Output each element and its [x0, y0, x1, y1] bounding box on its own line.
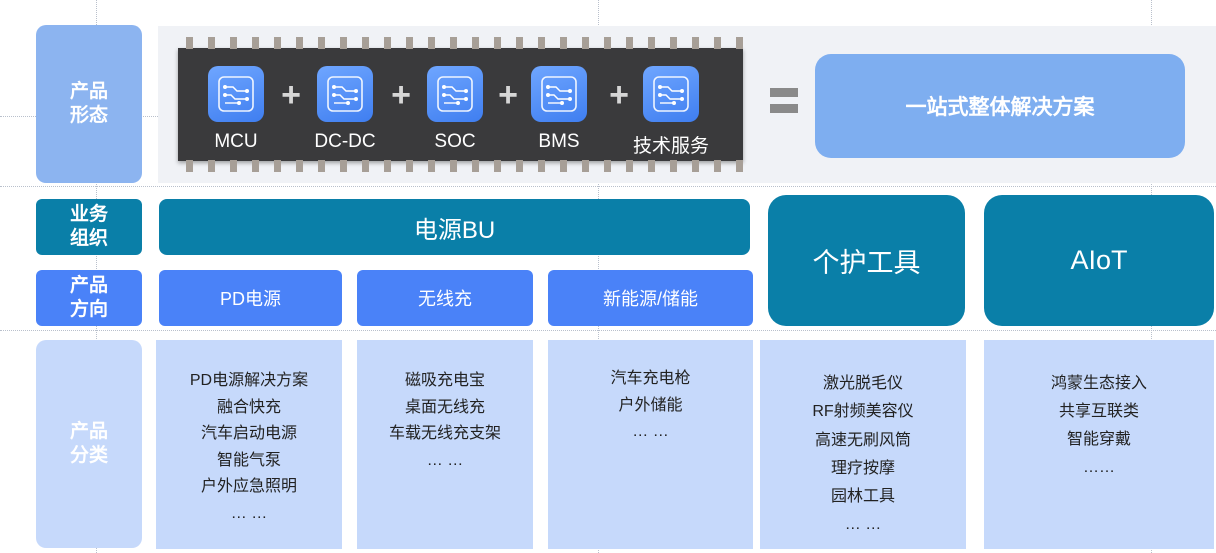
category-item: 桌面无线充 [404, 398, 485, 416]
chip-pins-top [178, 37, 743, 49]
category-item: 共享互联类 [1058, 403, 1139, 420]
chip-item-label: BMS [538, 131, 580, 152]
category-item: 鸿蒙生态接入 [1050, 375, 1147, 392]
guide-line [0, 330, 1216, 331]
category-box-personal-care: 激光脱毛仪 RF射频美容仪高速无刷风筒理疗按摩园林工具 … … [760, 340, 966, 549]
circuit-board-icon [317, 66, 373, 122]
category-item: 户外储能 [618, 396, 683, 414]
category-item: RF射频美容仪 [812, 403, 914, 421]
circuit-board-icon [531, 66, 587, 122]
category-item: 理疗按摩 [830, 459, 895, 477]
category-item: PD电源解决方案 [189, 372, 309, 389]
category-item: … … [844, 516, 882, 534]
category-item: 汽车启动电源 [200, 425, 297, 442]
direction-wireless-charging: 无线充 [357, 270, 533, 326]
direction-new-energy: 新能源/储能 [548, 270, 753, 326]
row-label-direction: 产品 方向 [36, 270, 142, 326]
category-item: … … [426, 451, 464, 469]
plus-sign: + [498, 76, 518, 114]
circuit-board-icon [427, 66, 483, 122]
category-item: 智能穿戴 [1066, 431, 1131, 448]
category-item: 激光脱毛仪 [822, 375, 903, 392]
category-box-aiot: 鸿蒙生态接入共享互联类智能穿戴 …… [984, 340, 1214, 549]
category-item: … … [230, 504, 268, 522]
plus-sign: + [609, 76, 629, 114]
category-item: 汽车充电枪 [610, 370, 691, 387]
chip-item-label: DC-DC [314, 131, 376, 152]
category-item: 磁吸充电宝 [404, 372, 485, 389]
chip-item-label: MCU [214, 131, 258, 152]
power-bu-bar: 电源BU [159, 199, 750, 255]
row-label-form: 产品 形态 [36, 25, 142, 183]
plus-sign: + [281, 76, 301, 114]
equals-sign [770, 88, 798, 114]
category-box-new-energy: 汽车充电枪户外储能 … … [548, 340, 753, 549]
category-item: 户外应急照明 [200, 478, 297, 495]
category-item: 智能气泵 [216, 451, 281, 469]
plus-sign: + [391, 76, 411, 114]
aiot-box: AIoT [984, 195, 1214, 326]
category-item: 高速无刷风筒 [814, 431, 911, 449]
row-label-org: 业务 组织 [36, 199, 142, 255]
guide-line [0, 186, 1216, 187]
circuit-board-icon [643, 66, 699, 122]
category-item: … … [632, 423, 669, 440]
category-item: 园林工具 [830, 488, 895, 506]
category-item: 车载无线充支架 [388, 425, 501, 442]
personal-care-box: 个护工具 [768, 195, 965, 326]
chip-pins-bottom [178, 160, 743, 172]
circuit-board-icon [208, 66, 264, 122]
solution-box: 一站式整体解决方案 [815, 54, 1185, 158]
chip-item-label: SOC [434, 131, 476, 152]
category-box-wireless: 磁吸充电宝桌面无线充车载无线充支架 … … [357, 340, 533, 549]
row-label-category: 产品 分类 [36, 340, 142, 548]
category-item: …… [1083, 459, 1115, 476]
chip-item-label: 技术服务 [632, 136, 709, 157]
category-box-pd-power: PD电源解决方案融合快充汽车启动电源智能气泵户外应急照明 … … [156, 340, 342, 549]
category-item: 融合快充 [216, 398, 281, 416]
direction-pd-power: PD电源 [159, 270, 342, 326]
